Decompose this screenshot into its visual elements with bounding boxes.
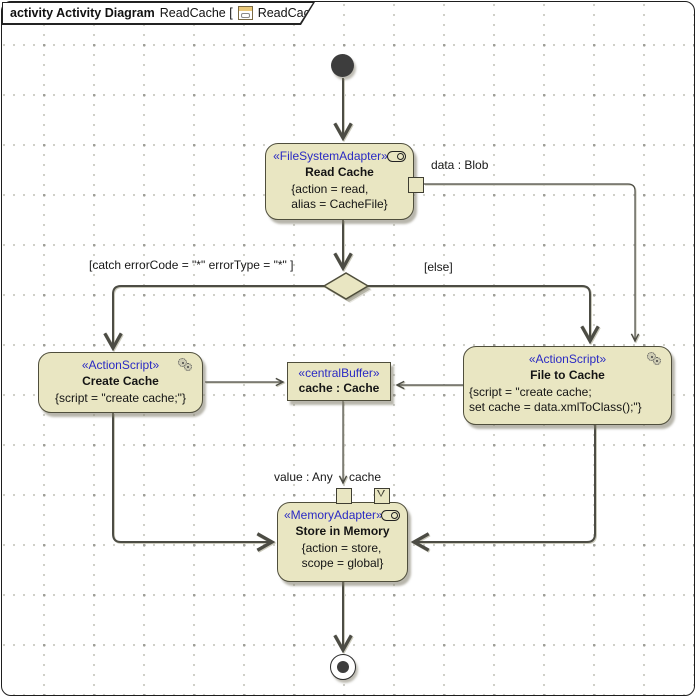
stereotype-label: «ActionScript» <box>81 358 160 372</box>
central-buffer-cache[interactable]: «centralBuffer» cache : Cache <box>287 362 391 401</box>
decision-node[interactable] <box>322 272 370 300</box>
buffer-name: cache : Cache <box>298 381 380 395</box>
diagram-name-label: ReadCache [ <box>159 6 233 21</box>
activity-diagram-icon <box>238 6 253 20</box>
flow-decision-to-createcache[interactable] <box>103 285 324 352</box>
initial-node[interactable] <box>331 54 354 77</box>
pin-label-data: data : Blob <box>431 158 489 172</box>
action-constraints: {action = store, scope = global} <box>301 541 384 570</box>
pin-arrow-glyph <box>377 490 385 497</box>
pin-label-value: value : Any <box>274 470 333 484</box>
objectflow-datapin-to-filetocache[interactable] <box>424 183 640 343</box>
gears-icon <box>646 352 664 366</box>
diagram-title-tab[interactable]: activity Activity Diagram ReadCache [ Re… <box>2 2 315 25</box>
action-store-in-memory[interactable]: «MemoryAdapter» Store in Memory {action … <box>277 502 408 582</box>
flow-createcache-to-store[interactable] <box>112 413 276 552</box>
stereotype-label: «ActionScript» <box>528 352 607 366</box>
input-pin-value[interactable] <box>336 488 352 504</box>
action-constraints: {script = "create cache;"} <box>55 391 186 405</box>
activity-final-node[interactable] <box>330 654 356 680</box>
action-name: Store in Memory <box>295 524 390 538</box>
stereotype-label: «MemoryAdapter» <box>284 508 383 522</box>
stereotype-label: «FileSystemAdapter» <box>273 149 388 163</box>
gears-icon <box>177 358 195 372</box>
output-pin-data[interactable] <box>408 177 424 193</box>
action-name: Create Cache <box>82 374 159 388</box>
action-read-cache[interactable]: «FileSystemAdapter» Read Cache {action =… <box>265 143 414 220</box>
action-name: File to Cache <box>530 368 605 382</box>
stereotype-label: «centralBuffer» <box>298 366 380 380</box>
input-pin-cache[interactable] <box>374 488 390 504</box>
flow-decision-to-filetocache[interactable] <box>368 285 600 345</box>
guard-label-catch: [catch errorCode = "*" errorType = "*" ] <box>89 258 294 272</box>
diagram-kind-label: activity Activity Diagram <box>10 6 155 21</box>
action-name: Read Cache <box>305 165 374 179</box>
action-create-cache[interactable]: «ActionScript» Create Cache {script = "c… <box>38 352 203 413</box>
flow-filetocache-to-store[interactable] <box>410 424 596 552</box>
adapter-icon <box>381 510 400 521</box>
action-constraints: {action = read, alias = CacheFile} <box>291 182 388 211</box>
action-file-to-cache[interactable]: «ActionScript» File to Cache {script = "… <box>463 346 672 425</box>
adapter-icon <box>387 151 406 162</box>
pin-label-cache: cache <box>349 470 382 484</box>
guard-label-else: [else] <box>424 260 453 274</box>
action-constraints: {script = "create cache; set cache = dat… <box>469 385 642 414</box>
